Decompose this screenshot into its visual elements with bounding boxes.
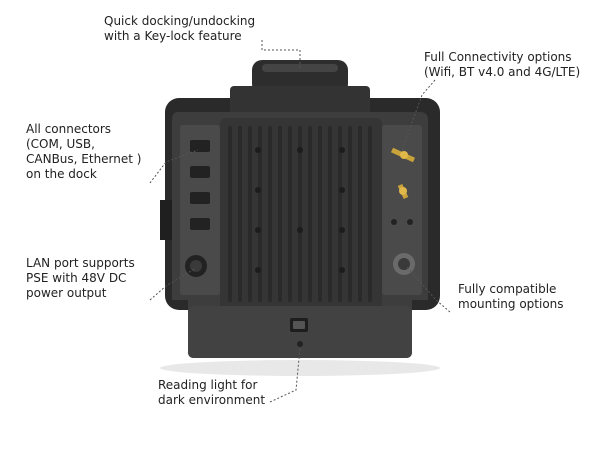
mounting-hole	[339, 147, 345, 153]
reading-light	[297, 341, 303, 347]
mounting-hole	[297, 147, 303, 153]
callout-reading-light: Reading light for dark environment	[158, 378, 266, 407]
heatsink-fin	[288, 126, 292, 302]
mounting-hole	[339, 187, 345, 193]
heatsink-fin	[368, 126, 372, 302]
mounting-hole	[255, 267, 261, 273]
heatsink-fin	[258, 126, 262, 302]
heatsink-fins	[228, 126, 372, 302]
callout-connectors: All connectors (COM, USB, CANBus, Ethern…	[26, 122, 142, 181]
rocker-switch-icon	[290, 318, 308, 332]
heatsink-fin	[298, 126, 302, 302]
mounting-holes	[255, 147, 345, 273]
heatsink-fin	[308, 126, 312, 302]
heatsink-fin	[248, 126, 252, 302]
round-connector-icon	[393, 253, 415, 275]
heatsink-fin	[358, 126, 362, 302]
callout-docking: Quick docking/undocking with a Key-lock …	[104, 14, 256, 43]
heatsink-fin	[328, 126, 332, 302]
mounting-hole	[339, 267, 345, 273]
callout-connectivity: Full Connectivity options (Wifi, BT v4.0…	[424, 50, 581, 79]
mounting-hole	[255, 147, 261, 153]
heatsink-fin	[278, 126, 282, 302]
heatsink-fin	[228, 126, 232, 302]
antenna-connector-icon	[390, 147, 416, 200]
mounting-hole	[339, 227, 345, 233]
mounting-hole	[297, 227, 303, 233]
heatsink-fin	[348, 126, 352, 302]
heatsink-fin	[338, 126, 342, 302]
mounting-hole	[255, 227, 261, 233]
tablet-side-edge	[160, 200, 172, 240]
heatsink-fin	[318, 126, 322, 302]
heatsink-fin	[238, 126, 242, 302]
mounting-hole	[255, 187, 261, 193]
callout-mounting: Fully compatible mounting options	[458, 282, 564, 311]
floor-shadow	[160, 360, 440, 376]
right-connector-panel	[382, 125, 422, 295]
status-led-icon	[391, 219, 413, 225]
heatsink-fin	[268, 126, 272, 302]
lan-port-icon	[185, 255, 207, 277]
callout-lan: LAN port supports PSE with 48V DC power …	[26, 256, 135, 300]
